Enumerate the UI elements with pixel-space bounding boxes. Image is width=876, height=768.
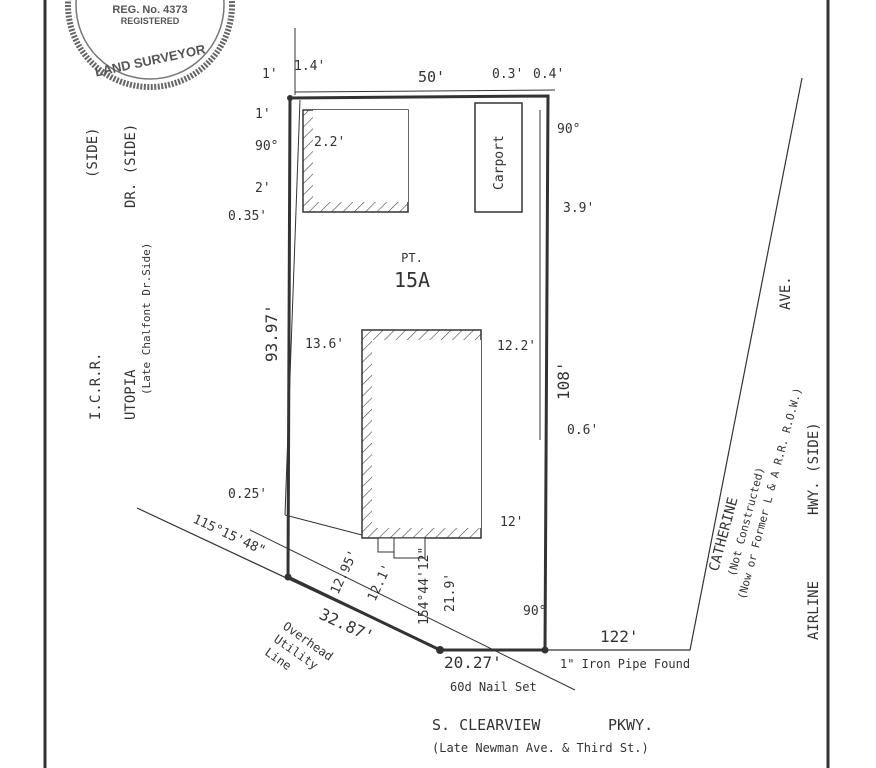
street-icrr-side: (SIDE): [85, 127, 101, 178]
street-icrr: I.C.R.R.: [88, 353, 104, 420]
surveyor-seal: REG. No. 4373 REGISTERED LAND SURVEYOR: [65, 0, 235, 90]
dim-label: 1': [255, 107, 271, 122]
dim-label: 90°: [255, 139, 278, 154]
lot-pt: PT.: [401, 251, 423, 265]
street-clearview: S. CLEARVIEW: [432, 716, 541, 734]
dim-label: 3.9': [563, 201, 594, 216]
carport: [474, 102, 523, 213]
dim-angle-bottom: 154°44'12": [417, 547, 432, 625]
lot-boundary: [284, 28, 556, 654]
dim-label: 12': [500, 515, 523, 530]
dim-label: 21.9': [443, 573, 458, 612]
lot-number: 15A: [394, 268, 430, 292]
street-utopia-dr: DR. (SIDE): [123, 124, 139, 208]
dim-label: 12.95': [328, 548, 361, 597]
dim-label: 12.2': [497, 339, 536, 354]
note-pipe: 1" Iron Pipe Found: [560, 657, 690, 671]
dim-label: 0.25': [228, 487, 267, 502]
dim-label: 0.35': [228, 209, 267, 224]
dim-label: 12.1': [365, 562, 395, 604]
porch: [393, 537, 426, 559]
dim-label: 13.6': [305, 337, 344, 352]
street-utopia-late: (Late Chalfont Dr.Side): [140, 243, 153, 395]
street-airline-hwy: HWY. (SIDE): [806, 422, 822, 515]
dim-right-side: 108': [554, 361, 573, 400]
dim-left-side: 93.97': [262, 304, 281, 362]
catherine-line: [545, 77, 803, 651]
dim-label: 2.2': [314, 135, 345, 150]
dim-label: 0.4': [533, 67, 564, 82]
dim-label: 0.6': [567, 423, 598, 438]
dim-label: 1': [262, 67, 278, 82]
street-catherine-ave: AVE.: [778, 276, 794, 310]
street-clearview-late: (Late Newman Ave. & Third St.): [432, 741, 649, 755]
note-nail: 60d Nail Set: [450, 680, 537, 694]
street-utopia: UTOPIA: [123, 369, 139, 420]
seal-registered: REGISTERED: [121, 16, 180, 26]
street-catherine-note2: (Now or Former L & A R.R. R.O.W.): [735, 386, 804, 600]
dim-bottom-right-side: 20.27': [444, 653, 502, 672]
dim-top-width: 50': [418, 68, 445, 86]
dim-label: 90°: [557, 122, 580, 137]
dim-bottom-left-side: 32.87': [316, 604, 376, 646]
dim-street-frontage: 122': [600, 627, 639, 646]
dim-label: 0.3': [492, 67, 523, 82]
dim-label: 1.4': [294, 59, 325, 74]
steps: [377, 537, 395, 553]
road-line: [136, 507, 441, 651]
street-airline: AIRLINE: [806, 581, 822, 640]
road-line-2: [249, 529, 576, 691]
dim-label: 2': [255, 181, 271, 196]
carport-label: Carport: [492, 135, 507, 190]
street-clearview-pkwy: PKWY.: [608, 716, 653, 734]
dim-label: 90°: [523, 604, 546, 619]
seal-reg-no: REG. No. 4373: [112, 4, 187, 16]
